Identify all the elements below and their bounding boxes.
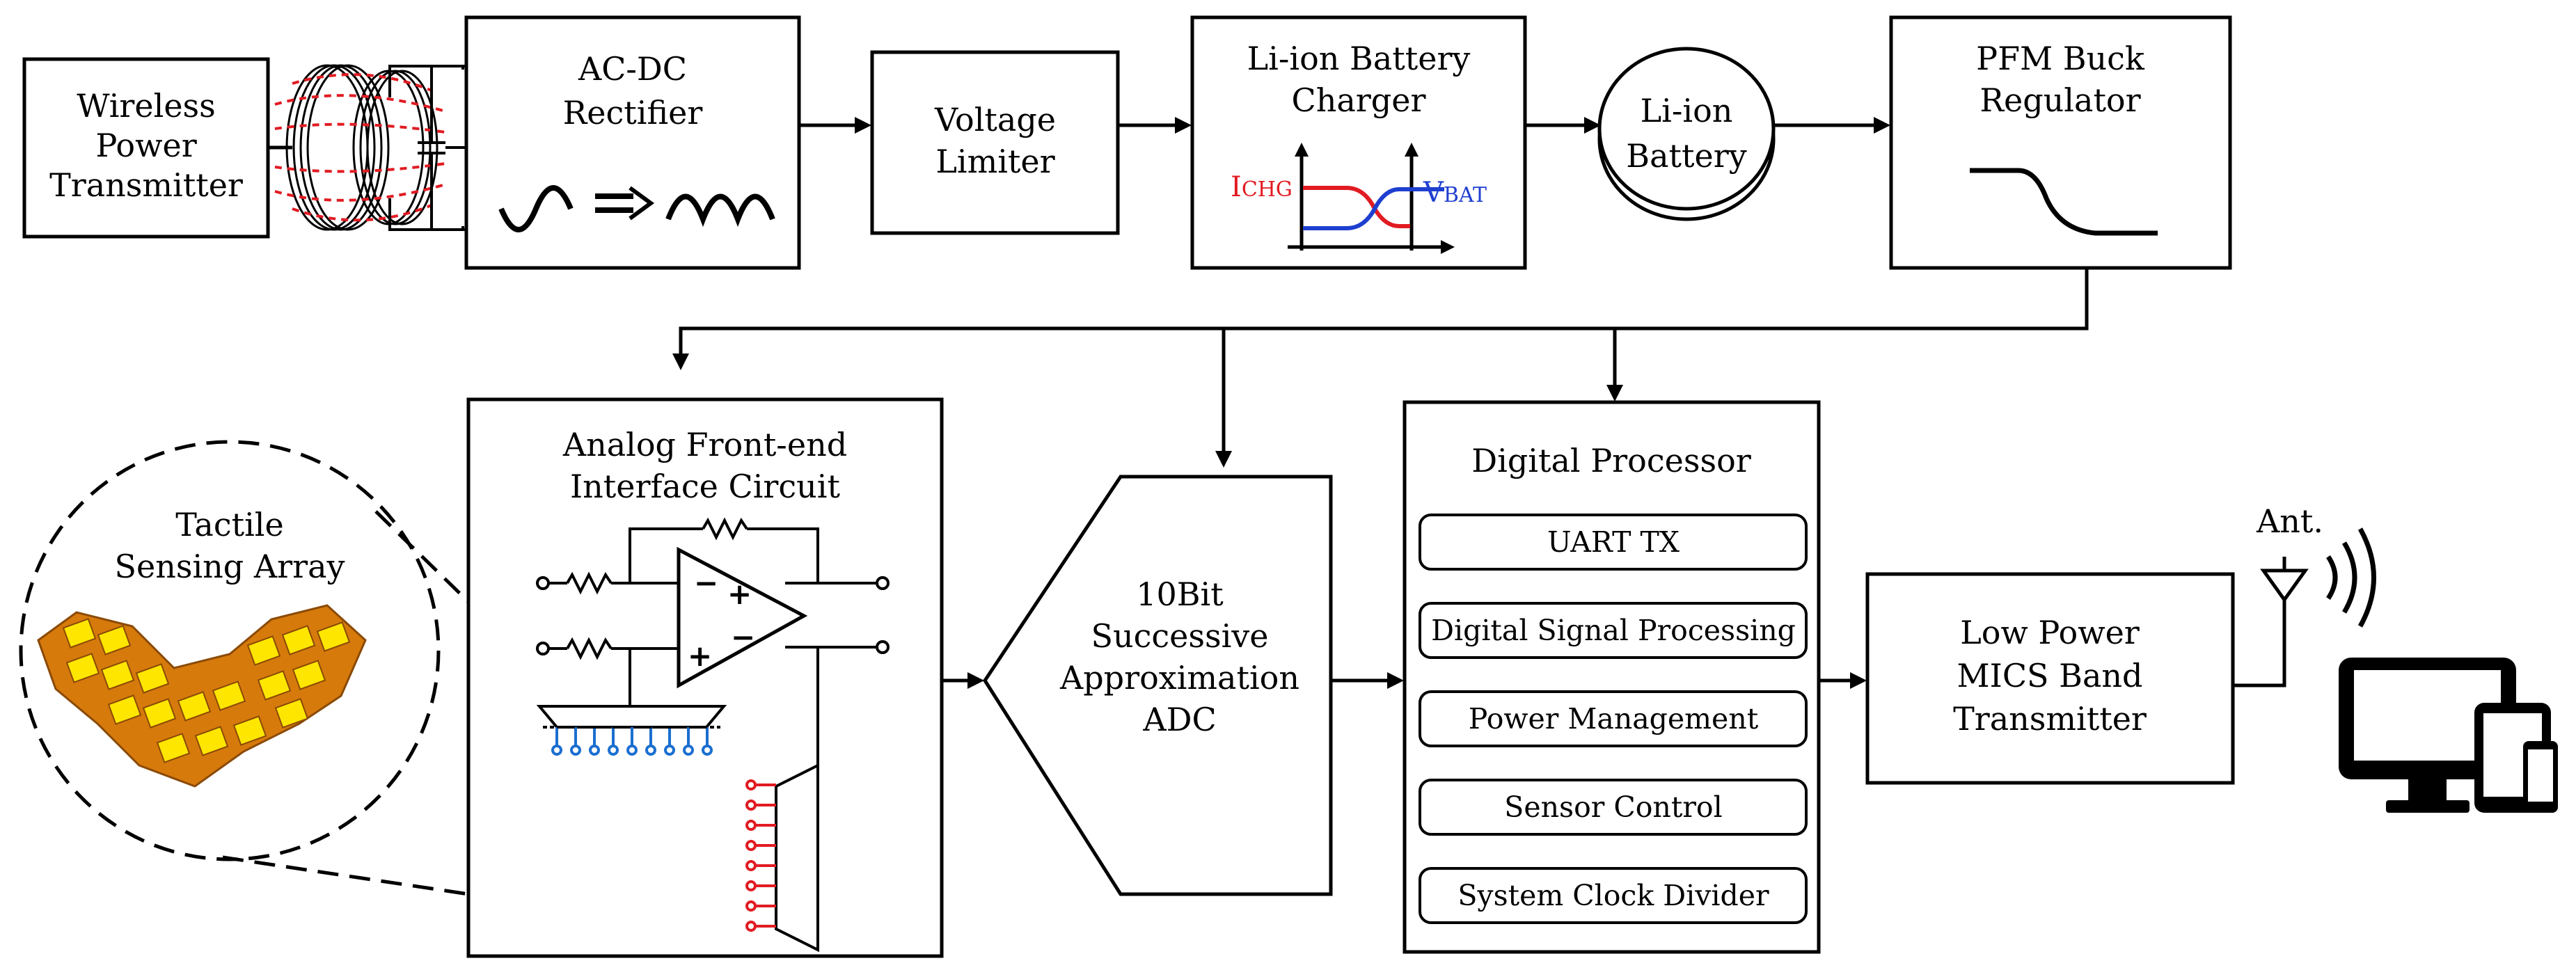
svg-text:+: +	[727, 577, 752, 611]
battery-voltage-main: V	[1423, 177, 1444, 209]
charger-label-2: Charger	[1292, 81, 1426, 119]
battery-voltage-sub: BAT	[1444, 183, 1487, 207]
dsp-module-clock-divider: System Clock Divider	[1419, 867, 1808, 924]
dsp-module-label: Digital Signal Processing	[1431, 614, 1796, 647]
power-bus	[672, 268, 2089, 468]
dsp-module-label: System Clock Divider	[1457, 879, 1769, 912]
mics-label-1: Low Power	[1960, 614, 2140, 651]
buck-label-1: PFM Buck	[1976, 40, 2145, 77]
afe-label-2: Interface Circuit	[570, 468, 841, 505]
dsp-module-uart: UART TX	[1419, 514, 1808, 571]
battery-voltage-label: VBAT	[1423, 177, 1487, 209]
buck-label-2: Regulator	[1980, 81, 2140, 119]
battery-charger-block: Li-ion Battery Charger ICHG VBAT	[1190, 15, 1527, 270]
analog-front-end-block: Analog Front-end Interface Circuit − + +…	[466, 397, 944, 958]
ac-dc-rectifier-block: AC-DC Rectifier	[464, 15, 801, 270]
charge-current-sub: CHG	[1242, 177, 1293, 202]
coil-icon	[268, 64, 466, 231]
wireless-tx-label-1: Wireless	[77, 87, 216, 125]
svg-text:−: −	[694, 566, 718, 600]
battery-label-2: Battery	[1626, 137, 1746, 175]
computer-devices-icon	[2339, 658, 2558, 813]
li-ion-battery-block: Li-ion Battery	[1597, 47, 1776, 221]
adc-label-3: Approximation	[1059, 659, 1299, 697]
digital-processor-block: Digital Processor UART TX Digital Signal…	[1402, 400, 1821, 954]
dsp-module-sensor-control: Sensor Control	[1419, 779, 1808, 836]
mics-label-3: Transmitter	[1953, 700, 2147, 738]
charge-curve-icon	[1288, 143, 1455, 254]
dsp-module-signal-processing: Digital Signal Processing	[1419, 602, 1808, 659]
afe-label-1: Analog Front-end	[562, 426, 847, 463]
adc-label-4: ADC	[1142, 701, 1216, 738]
sensor-array-icon	[37, 604, 367, 788]
wireless-tx-label-3: Transmitter	[49, 166, 243, 204]
dsp-module-power-management: Power Management	[1419, 690, 1808, 747]
rectifier-label-2: Rectifier	[563, 94, 703, 132]
dsp-module-label: UART TX	[1547, 525, 1680, 559]
tactile-label-1: Tactile	[175, 506, 283, 543]
charge-current-main: I	[1231, 171, 1242, 203]
voltage-limiter-block: Voltage Limiter	[870, 50, 1120, 235]
adc-label-2: Successive	[1091, 617, 1268, 655]
sine-to-rectified-icon	[498, 185, 775, 232]
svg-text:−: −	[731, 620, 755, 654]
pfm-buck-regulator-block: PFM Buck Regulator	[1889, 15, 2232, 270]
dsp-module-label: Sensor Control	[1504, 790, 1722, 824]
tactile-label-2: Sensing Array	[115, 548, 345, 585]
limiter-label-2: Limiter	[935, 143, 1054, 180]
opamp-icon: − + + −	[536, 517, 890, 953]
dsp-title: Digital Processor	[1471, 442, 1751, 479]
buck-step-icon	[1970, 168, 2158, 236]
antenna-label: Ant.	[2256, 502, 2323, 540]
wireless-tx-label-2: Power	[95, 127, 196, 164]
charger-label-1: Li-ion Battery	[1247, 40, 1471, 77]
charge-current-label: ICHG	[1231, 171, 1293, 203]
wireless-power-transmitter-block: Wireless Power Transmitter	[22, 57, 270, 239]
battery-label-1: Li-ion	[1641, 92, 1733, 129]
mics-transmitter-block: Low Power MICS Band Transmitter	[1865, 572, 2235, 785]
rectifier-label-1: AC-DC	[578, 50, 687, 88]
dsp-module-label: Power Management	[1469, 702, 1759, 736]
limiter-label-1: Voltage	[934, 101, 1056, 138]
antenna-icon: Ant.	[2233, 502, 2376, 687]
adc-label-1: 10Bit	[1136, 575, 1224, 613]
sar-adc-block: 10Bit Successive Approximation ADC	[983, 475, 1333, 896]
mics-label-2: MICS Band	[1957, 657, 2143, 694]
svg-text:+: +	[688, 639, 712, 673]
